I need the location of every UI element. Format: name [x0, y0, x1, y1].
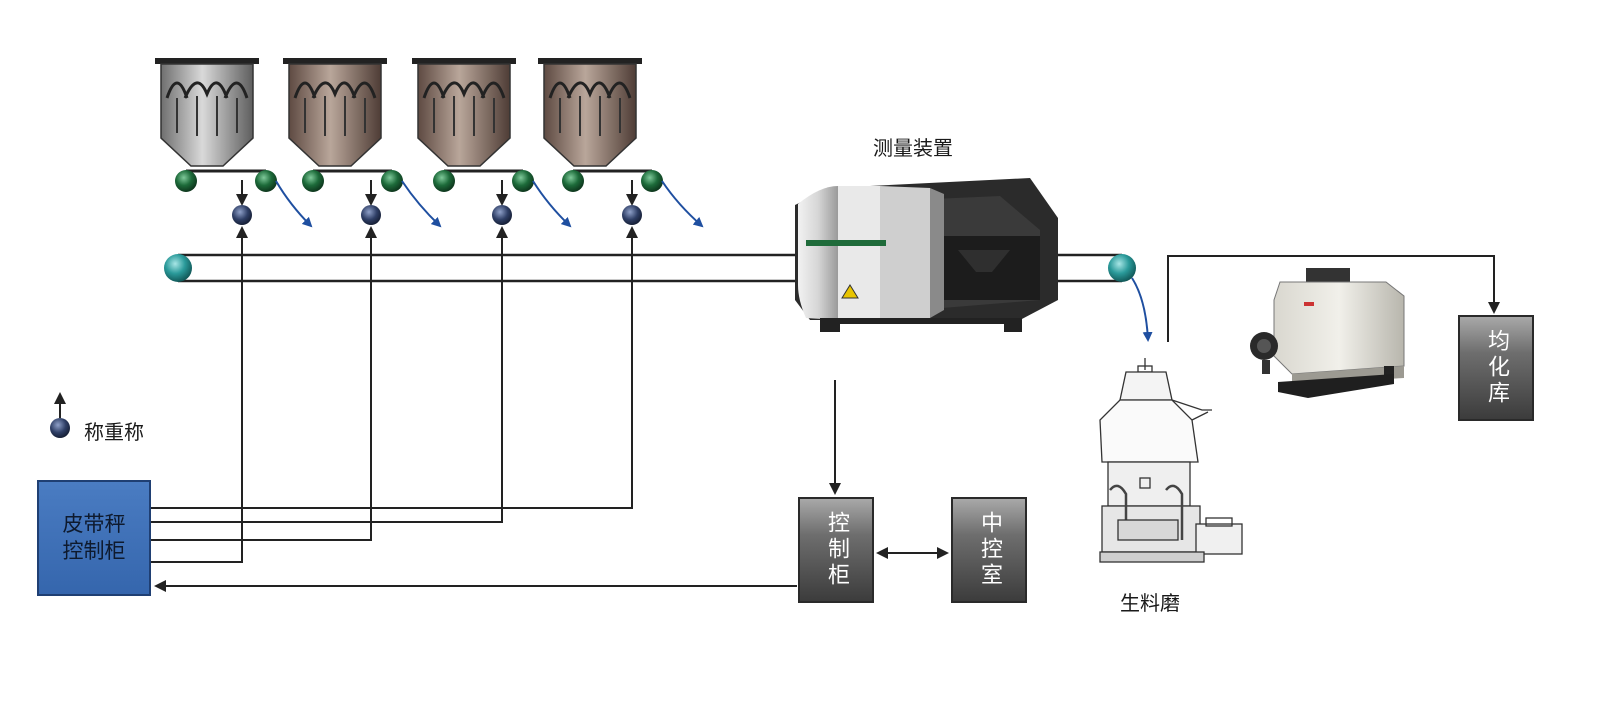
scale-signal-lines: [151, 180, 638, 563]
weigh-scale-4: [622, 205, 642, 225]
central-control-room-box: 中控室: [951, 497, 1027, 603]
belt-scale-controller-box: 皮带秤 控制柜: [37, 480, 151, 596]
conveyor-head-roller: [164, 254, 192, 282]
weigh-scale-3: [492, 205, 512, 225]
hopper-1: [155, 58, 259, 167]
sampler-machine: [1250, 268, 1405, 398]
measuring-device-label: 测量装置: [873, 136, 953, 160]
mill-to-silo-line: [1167, 255, 1500, 342]
weigh-scale-2: [361, 205, 381, 225]
feeder-2: [302, 169, 442, 228]
homogenizing-silo-label: 均化库: [1484, 329, 1509, 407]
feeder-3: [433, 169, 572, 228]
weigh-scale-1: [232, 205, 252, 225]
belt-scale-controller-line-2: 控制柜: [62, 539, 126, 563]
weighing-scale-legend-label: 称重称: [84, 420, 144, 444]
feeder-1: [175, 169, 313, 228]
conveyor-tail-roller: [1108, 254, 1136, 282]
weighing-scales: [232, 205, 642, 225]
control-cabinet-label: 控制柜: [824, 511, 849, 589]
feeder-4: [562, 169, 704, 228]
hopper-4: [538, 58, 642, 167]
weigh-scale-legend-icon: [50, 392, 70, 438]
control-cabinet-box: 控制柜: [798, 497, 874, 603]
raw-mill-label: 生料磨: [1120, 591, 1180, 615]
belt-scale-controller-line-1: 皮带秤: [62, 512, 126, 536]
hopper-2: [283, 58, 387, 167]
raw-mill: [1099, 358, 1243, 563]
homogenizing-silo-box: 均化库: [1458, 315, 1534, 421]
analyzer-device: [795, 178, 1058, 332]
central-control-room-label: 中控室: [977, 511, 1002, 589]
hopper-3: [412, 58, 516, 167]
